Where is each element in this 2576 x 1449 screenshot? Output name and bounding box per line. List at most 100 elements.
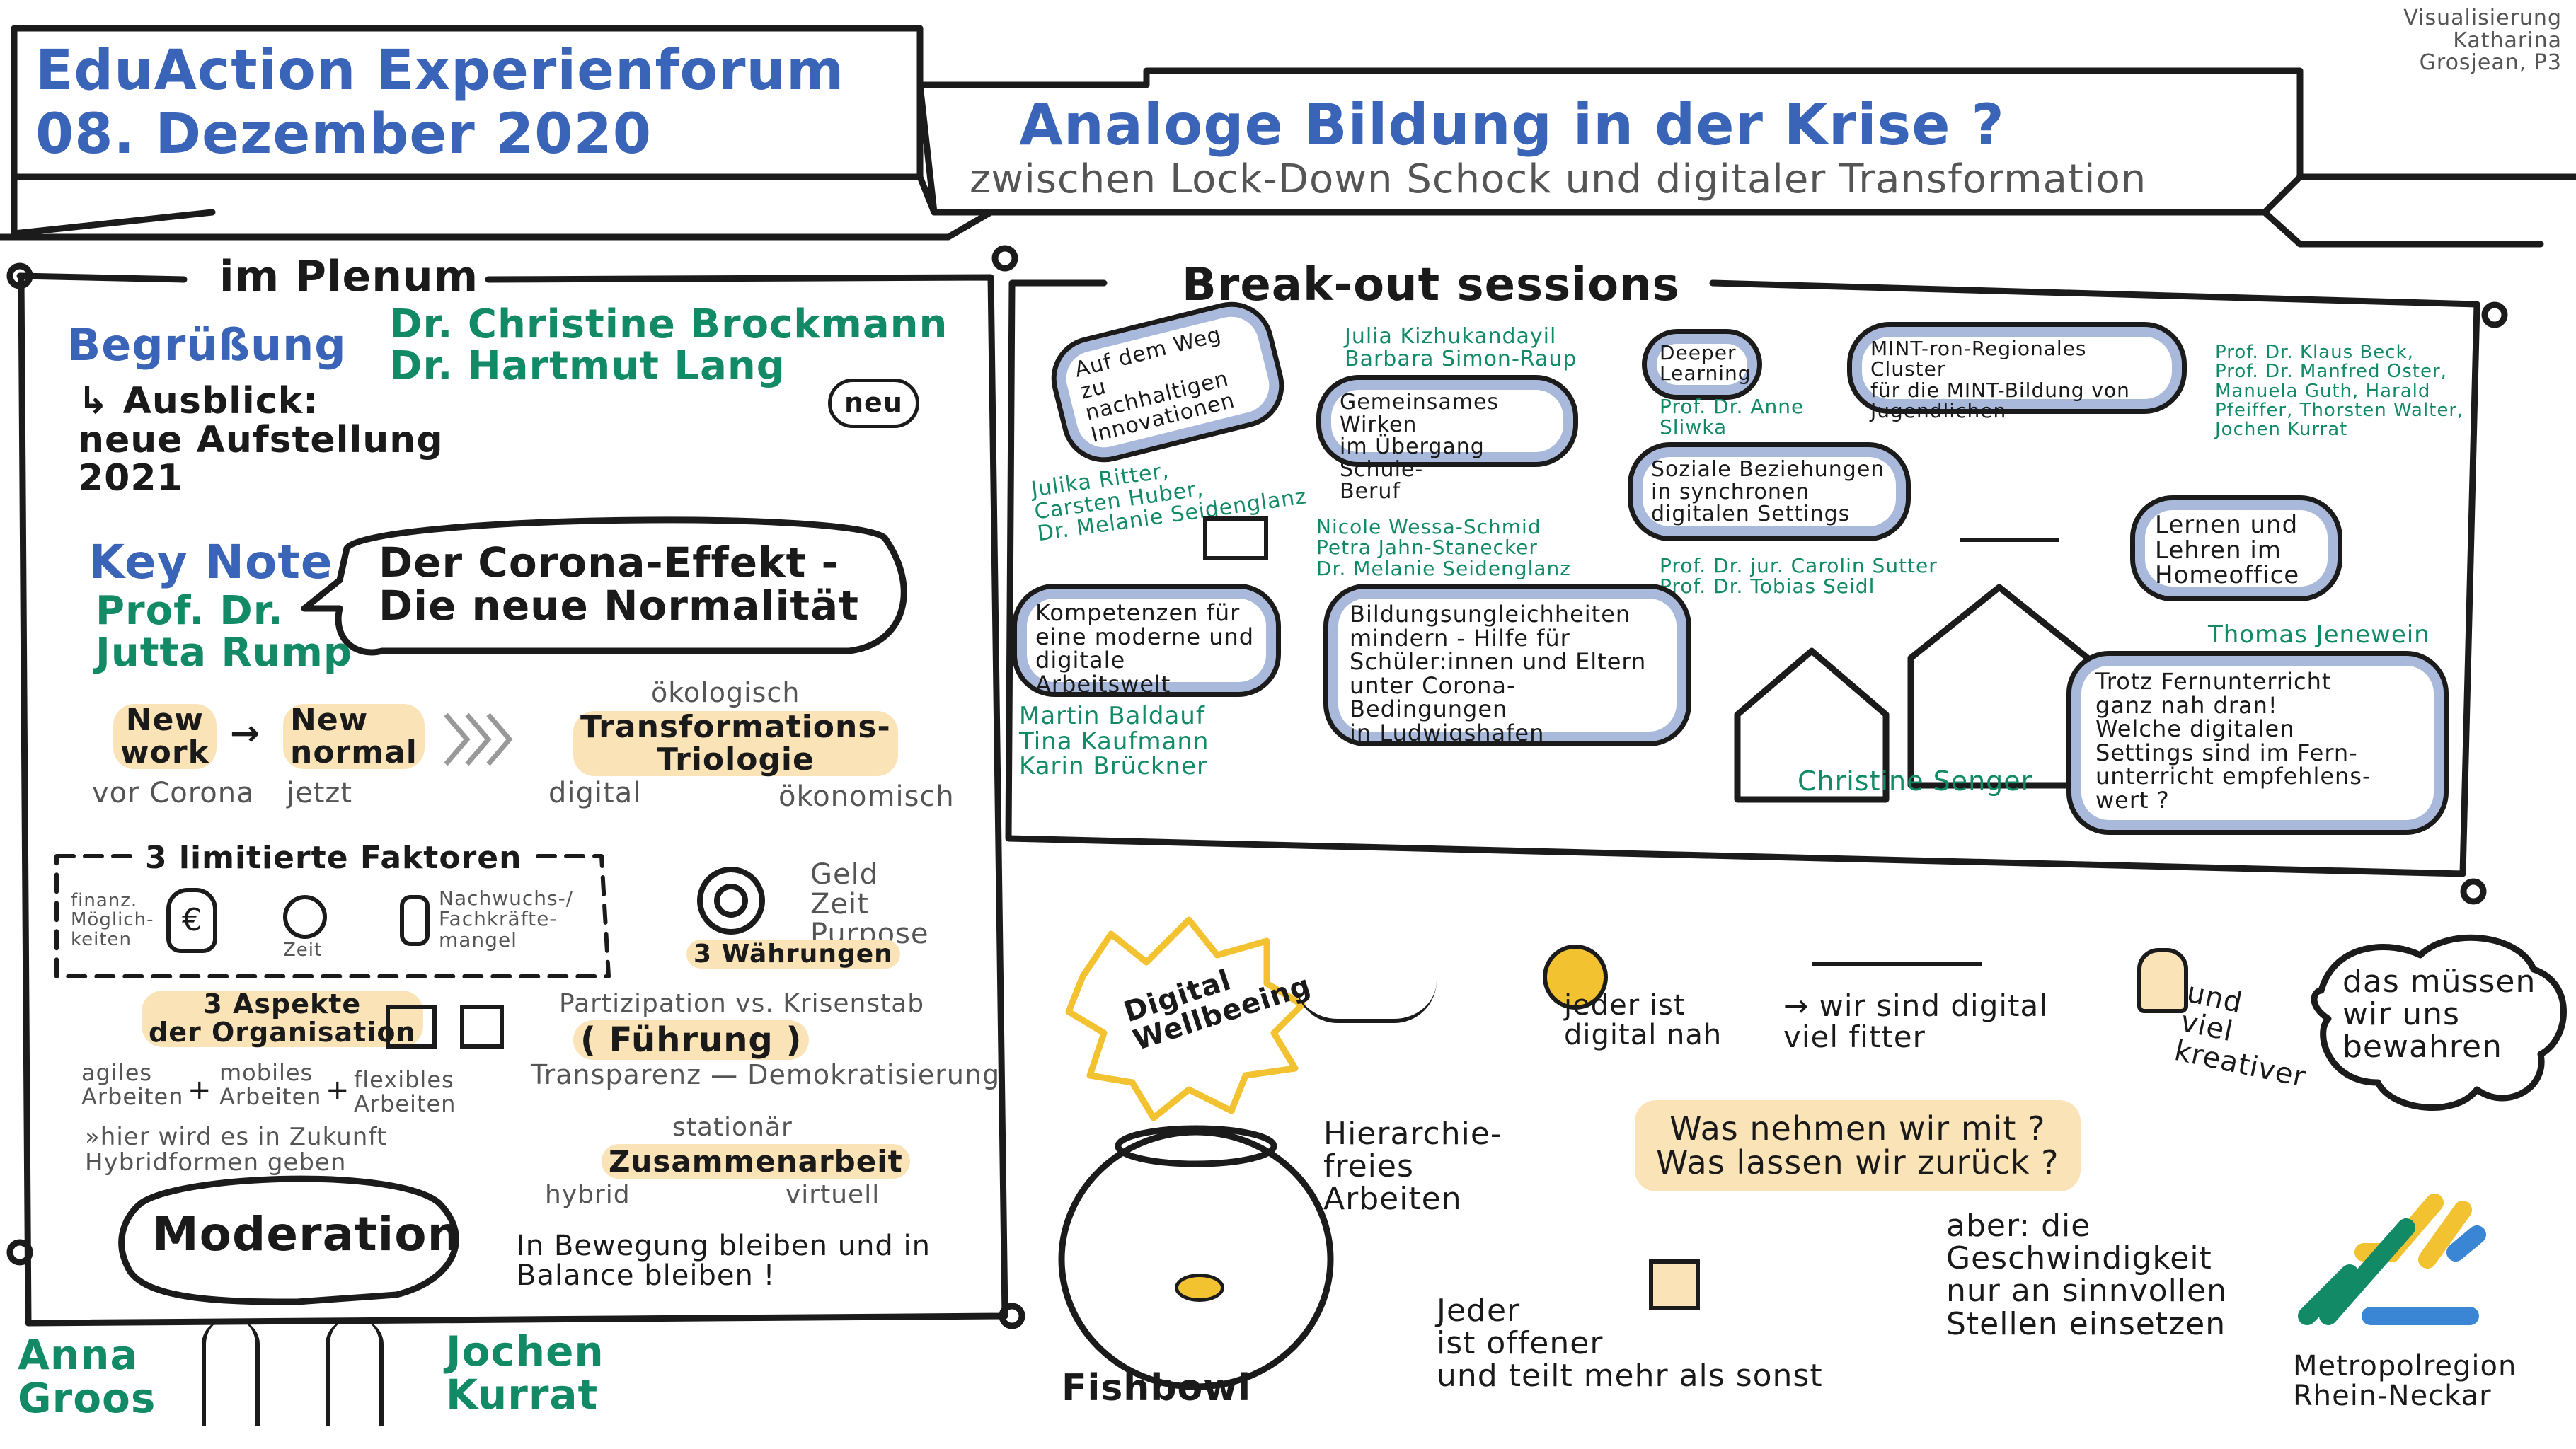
agiles: agiles Arbeiten (81, 1059, 184, 1110)
aspects: 3 Aspekte der Organisation (142, 990, 423, 1047)
main-title: Analoge Bildung in der Krise ? (1019, 92, 2005, 158)
oekonomisch: ökonomisch (778, 780, 955, 813)
jochen-avatar-icon (326, 1320, 384, 1426)
session-deeper-title: Deeper Learning (1660, 341, 1752, 386)
session-homeoffice-people: Thomas Jenewein (2208, 620, 2430, 649)
question: Was nehmen wir mit ? Was lassen wir zurü… (1635, 1100, 2081, 1191)
new-badge: neu (828, 379, 919, 428)
session-remote-people: Christine Senger (1798, 766, 2033, 797)
session-remote: Trotz Fernunterricht ganz nah dran! Welc… (2066, 651, 2449, 835)
session-competences: Kompetenzen für eine moderne und digital… (1012, 584, 1281, 697)
moderator-anna: Anna Groos (18, 1331, 156, 1422)
event-date: 08. Dezember 2020 (35, 103, 652, 166)
bewahren: das müssen wir uns bewahren (2342, 964, 2536, 1066)
session-homeoffice-title: Lernen und Lehren im Homeoffice (2155, 511, 2300, 590)
target-icon (697, 867, 765, 935)
session-competences-people: Martin Baldauf Tina Kaufmann Karin Brück… (1019, 702, 1209, 781)
currencies: 3 Währungen (686, 940, 900, 969)
factor-time: Zeit (283, 940, 323, 961)
fuehrung-label: ( Führung ) (573, 1020, 810, 1060)
new-work-label: New work (113, 703, 217, 770)
session-mint: MINT-ron-Regionales Cluster für die MINT… (1847, 322, 2187, 421)
session-deeper: Deeper Learning (1642, 329, 1762, 400)
hybrid: hybrid (545, 1180, 631, 1209)
fishbowl-label: Fishbowl (1062, 1367, 1252, 1409)
zusammenarbeit: Zusammenarbeit (602, 1144, 910, 1179)
session-transition-people: Julia Kizhukandayil Barbara Simon-Raup (1345, 324, 1577, 371)
mobiles: mobiles Arbeiten (219, 1059, 322, 1110)
fish-icon (1175, 1274, 1224, 1302)
transparenz: Transparenz — Demokratisierung (531, 1059, 1001, 1090)
breakout-heading: Break-out sessions (1182, 259, 1680, 311)
plus-1: + (188, 1074, 212, 1107)
subtitle: zwischen Lock-Down Schock und digitaler … (970, 156, 2147, 202)
offener: Jeder ist offener und teilt mehr als son… (1437, 1293, 1823, 1395)
virtuell: virtuell (786, 1180, 880, 1209)
session-inequality: Bildungsungleichheiten mindern - Hilfe f… (1323, 584, 1691, 746)
jetzt: jetzt (287, 777, 353, 809)
session-transition: Gemeinsames Wirken im Übergang Schule- B… (1316, 375, 1578, 502)
session-social-title: Soziale Beziehungen in synchronen digita… (1651, 457, 1885, 526)
currencies-words: Geld Zeit Purpose (810, 858, 929, 950)
moderation-label: Moderation (152, 1207, 461, 1262)
session-remote-title: Trotz Fernunterricht ganz nah dran! Welc… (2095, 668, 2371, 814)
home-icon (460, 1005, 504, 1049)
moderator-jochen: Jochen Kurrat (446, 1327, 604, 1419)
session-deeper-people: Prof. Dr. Anne Sliwka (1660, 395, 1805, 439)
zusammenarbeit-label: Zusammenarbeit (602, 1144, 910, 1179)
welcome-speakers: Dr. Christine Brockmann Dr. Hartmut Lang (389, 301, 948, 389)
factory-icon (386, 1005, 437, 1049)
gift-icon (1649, 1259, 1700, 1310)
fitter: → wir sind digital viel fitter (1783, 988, 2048, 1055)
fuehrung: ( Führung ) (573, 1020, 810, 1060)
participation: Partizipation vs. Krisenstab (559, 989, 925, 1018)
session-inequality-title: Bildungsungleichheiten mindern - Hilfe f… (1350, 601, 1647, 746)
session-social: Soziale Beziehungen in synchronen digita… (1628, 442, 1911, 541)
clock-icon (283, 895, 327, 939)
new-work: New work (113, 703, 217, 770)
plus-2: + (326, 1074, 350, 1107)
session-homeoffice: Lernen und Lehren im Homeoffice (2130, 495, 2342, 601)
welcome-label: Begrüßung (67, 319, 347, 371)
session-mint-title: MINT-ron-Regionales Cluster für die MINT… (1870, 337, 2130, 423)
two-people-icon (1960, 467, 2059, 542)
question-label: Was nehmen wir mit ? Was lassen wir zurü… (1635, 1100, 2081, 1191)
meditation-person-icon (1295, 941, 1437, 1023)
session-competences-title: Kompetenzen für eine moderne und digital… (1035, 599, 1255, 698)
aber: aber: die Geschwindigkeit nur an sinnvol… (1946, 1208, 2227, 1342)
dumbbell-icon (1812, 962, 1982, 988)
globe-icon (1543, 945, 1608, 1010)
keynote-speaker: Prof. Dr. Jutta Rump (96, 588, 352, 676)
factor-finance: finanz. Möglich- keiten (71, 890, 154, 950)
arrow-glyph: → (230, 712, 260, 754)
person-icon (400, 895, 430, 946)
factors-title: 3 limitierte Faktoren (138, 841, 529, 875)
keynote-label: Key Note (88, 535, 333, 589)
keynote-title: Der Corona-Effekt - Die neue Normalität (379, 538, 859, 630)
jeder-digital: jeder ist digital nah (1564, 989, 1723, 1051)
session-social-people: Prof. Dr. jur. Carolin Sutter Prof. Dr. … (1660, 554, 1938, 599)
outlook-text: ↳ Ausblick: neue Aufstellung 2021 (78, 380, 444, 500)
euro-bag-icon: € (166, 888, 217, 953)
laptop-icon (1203, 516, 1268, 560)
hierarchie: Hierarchie- freies Arbeiten (1323, 1116, 1502, 1218)
triologie: Transformations- Triologie (573, 710, 898, 777)
new-normal: New normal (283, 703, 425, 770)
session-mint-people: Prof. Dr. Klaus Beck, Prof. Dr. Manfred … (2215, 342, 2464, 441)
lightbulb-icon (2137, 948, 2188, 1013)
session-inequality-people: Nicole Wessa-Schmid Petra Jahn-Stanecker… (1316, 515, 1571, 580)
logo-text: Metropolregion Rhein-Neckar (2293, 1350, 2517, 1412)
stationaer: stationär (672, 1113, 793, 1142)
digital-label: digital (548, 777, 642, 809)
flexibles: flexibles Arbeiten (354, 1066, 456, 1117)
zukunft: »hier wird es in Zukunft Hybridformen ge… (85, 1123, 388, 1177)
currencies-label: 3 Währungen (686, 940, 900, 969)
factor-talent: Nachwuchs-/ Fachkräfte- mangel (439, 887, 574, 952)
vor-corona: vor Corona (92, 777, 255, 809)
aspects-label: 3 Aspekte der Organisation (142, 990, 423, 1047)
event-title: EduAction Experienforum (35, 39, 845, 103)
session-innovations-title: Auf dem Weg zu nachhaltigen Innovationen (1071, 322, 1238, 448)
bewegung: In Bewegung bleiben und in Balance bleib… (517, 1230, 931, 1292)
new-normal-label: New normal (283, 703, 425, 770)
